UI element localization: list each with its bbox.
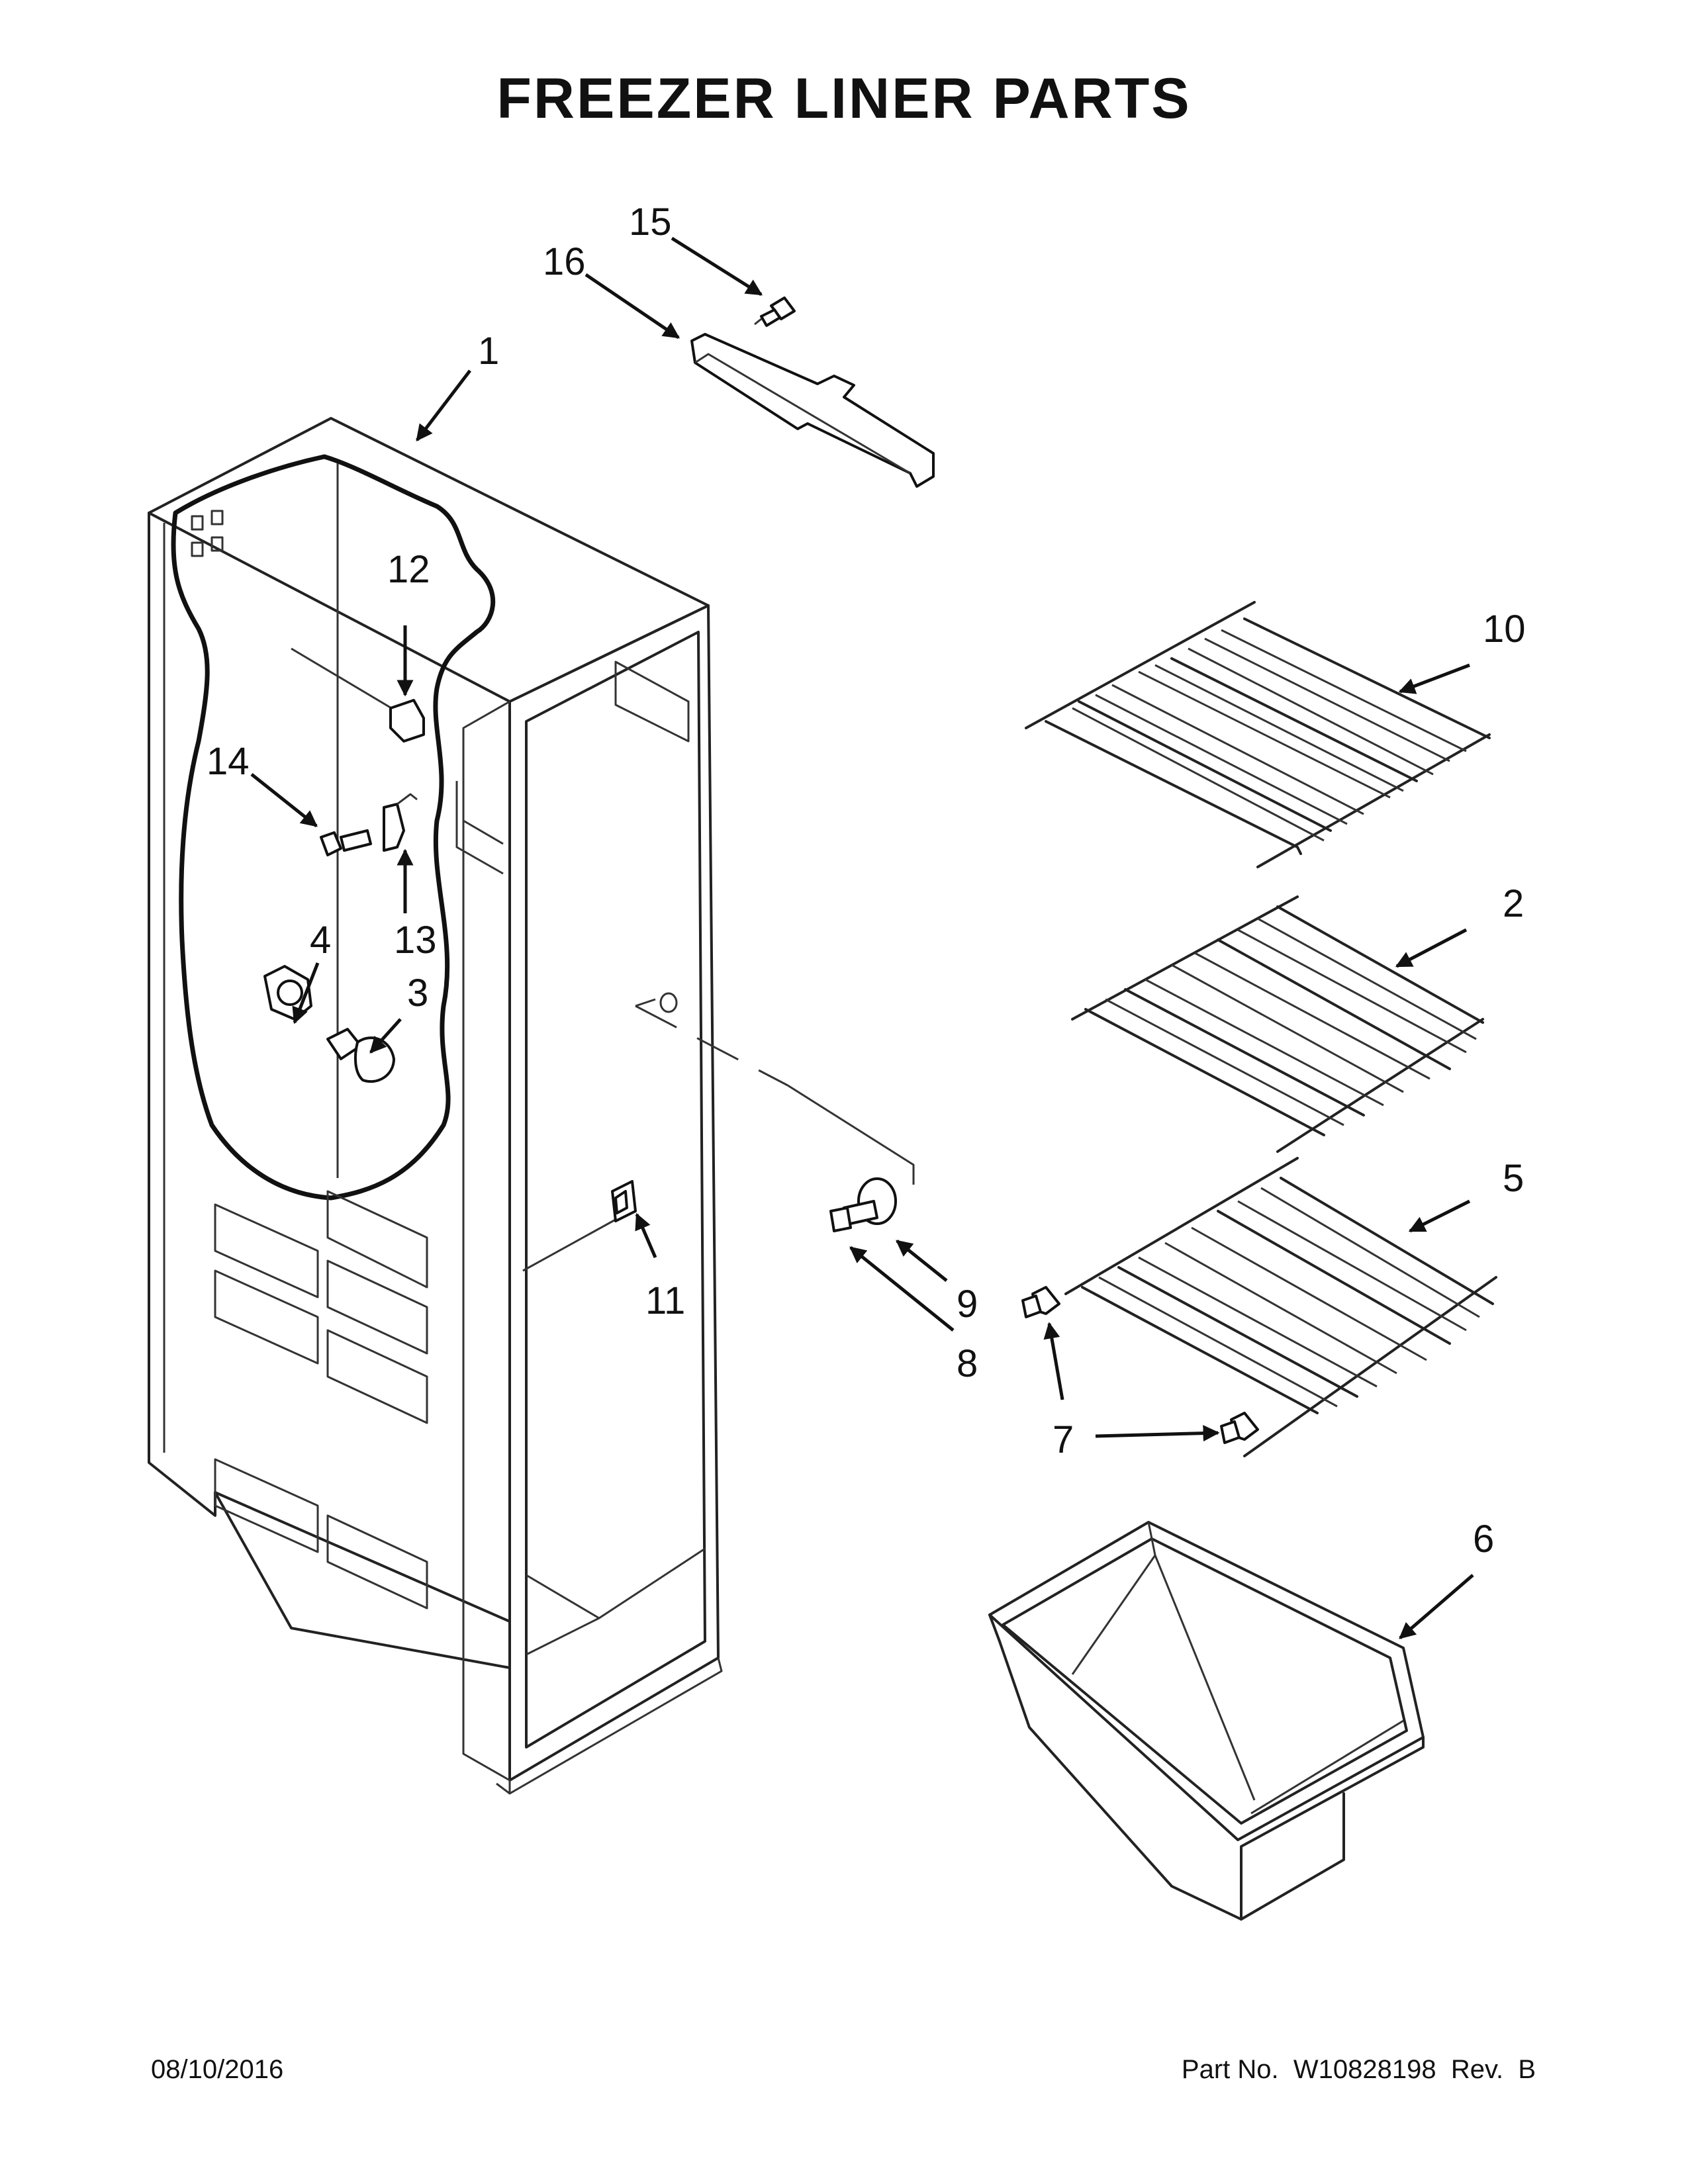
wire-clip-12 [389,699,425,743]
switch-11 [611,1180,637,1222]
mullion-bracket [690,333,935,488]
page-title: FREEZER LINER PARTS [496,67,1192,130]
callout-11: 11 [645,1279,685,1322]
wire-shelf-5 [1064,1157,1497,1457]
callout-7: 7 [1053,1418,1074,1461]
callout-4: 4 [310,919,331,962]
callout-16: 16 [543,240,586,283]
callout-5: 5 [1503,1157,1524,1200]
callout-8: 8 [957,1342,978,1385]
wire-shelf-10 [1025,601,1491,868]
stud-8-cap-9 [829,1177,897,1232]
shelf-support-7 [1021,1286,1259,1444]
callout-15: 15 [629,201,672,244]
freezer-bin-6 [988,1521,1425,1921]
footer-part-number: Part No. W10828198 Rev. B [1181,2055,1536,2084]
screw-14 [320,829,372,856]
callout-1: 1 [478,330,499,373]
light-socket-4 [263,965,312,1021]
freezer-liner [148,417,915,1795]
callout-14: 14 [207,740,250,783]
callout-13: 13 [394,919,437,962]
callout-arrows [250,236,1474,1639]
callout-10: 10 [1483,608,1526,651]
bracket-13 [383,793,418,852]
callout-3: 3 [407,972,428,1015]
callout-6: 6 [1473,1518,1494,1561]
callout-2: 2 [1503,882,1524,925]
screw-15 [754,296,796,327]
footer-date: 08/10/2016 [151,2055,284,2084]
callout-12: 12 [387,548,430,591]
callout-9: 9 [957,1283,978,1326]
callout-labels: 15 16 1 12 10 14 13 4 3 2 5 11 9 8 7 6 [207,201,1526,1561]
wire-shelf-2 [1071,895,1484,1153]
